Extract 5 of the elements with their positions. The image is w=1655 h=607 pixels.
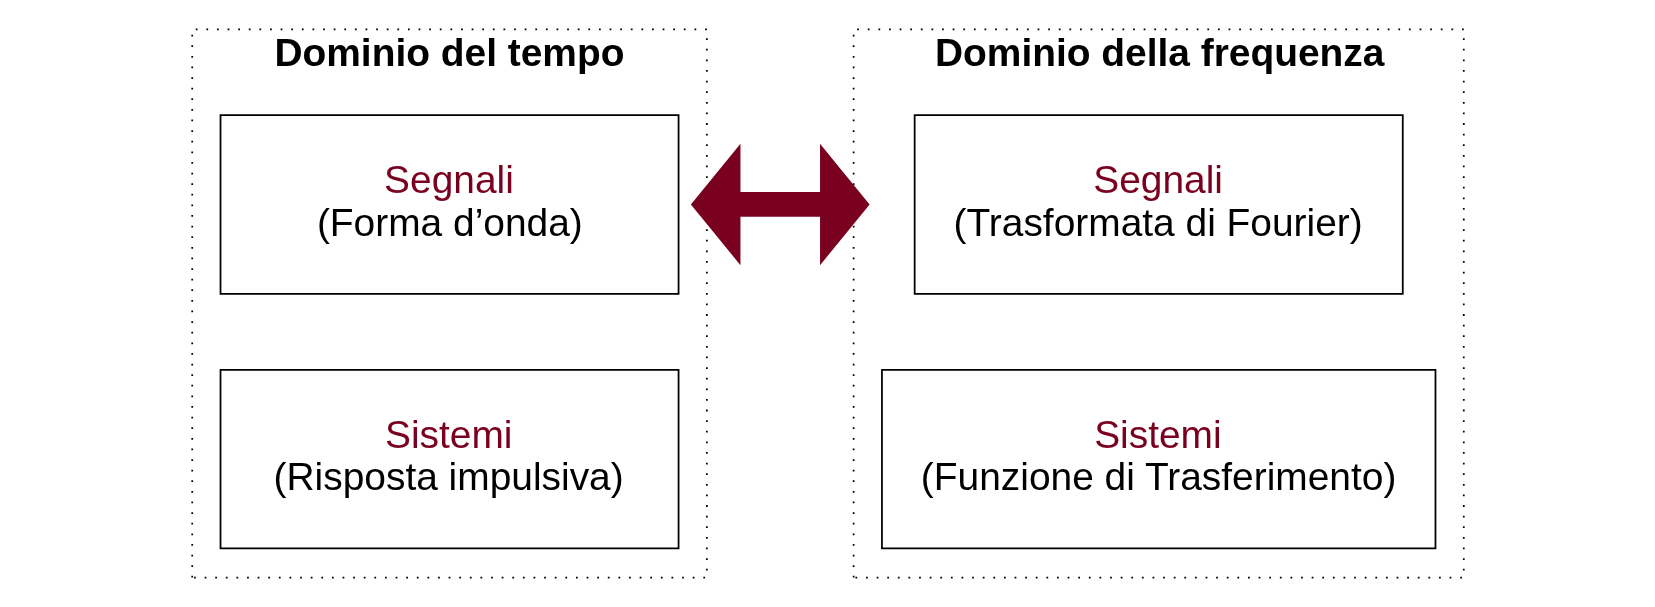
node-box: Sistemi (Funzione di Trasferimento)	[880, 368, 1436, 550]
node-box: Segnali (Trasformata di Fourier)	[913, 114, 1404, 295]
node-box: Sistemi (Risposta impulsiva)	[219, 368, 679, 550]
node-box: Segnali (Forma d’onda)	[219, 114, 679, 295]
arrow	[690, 143, 870, 266]
